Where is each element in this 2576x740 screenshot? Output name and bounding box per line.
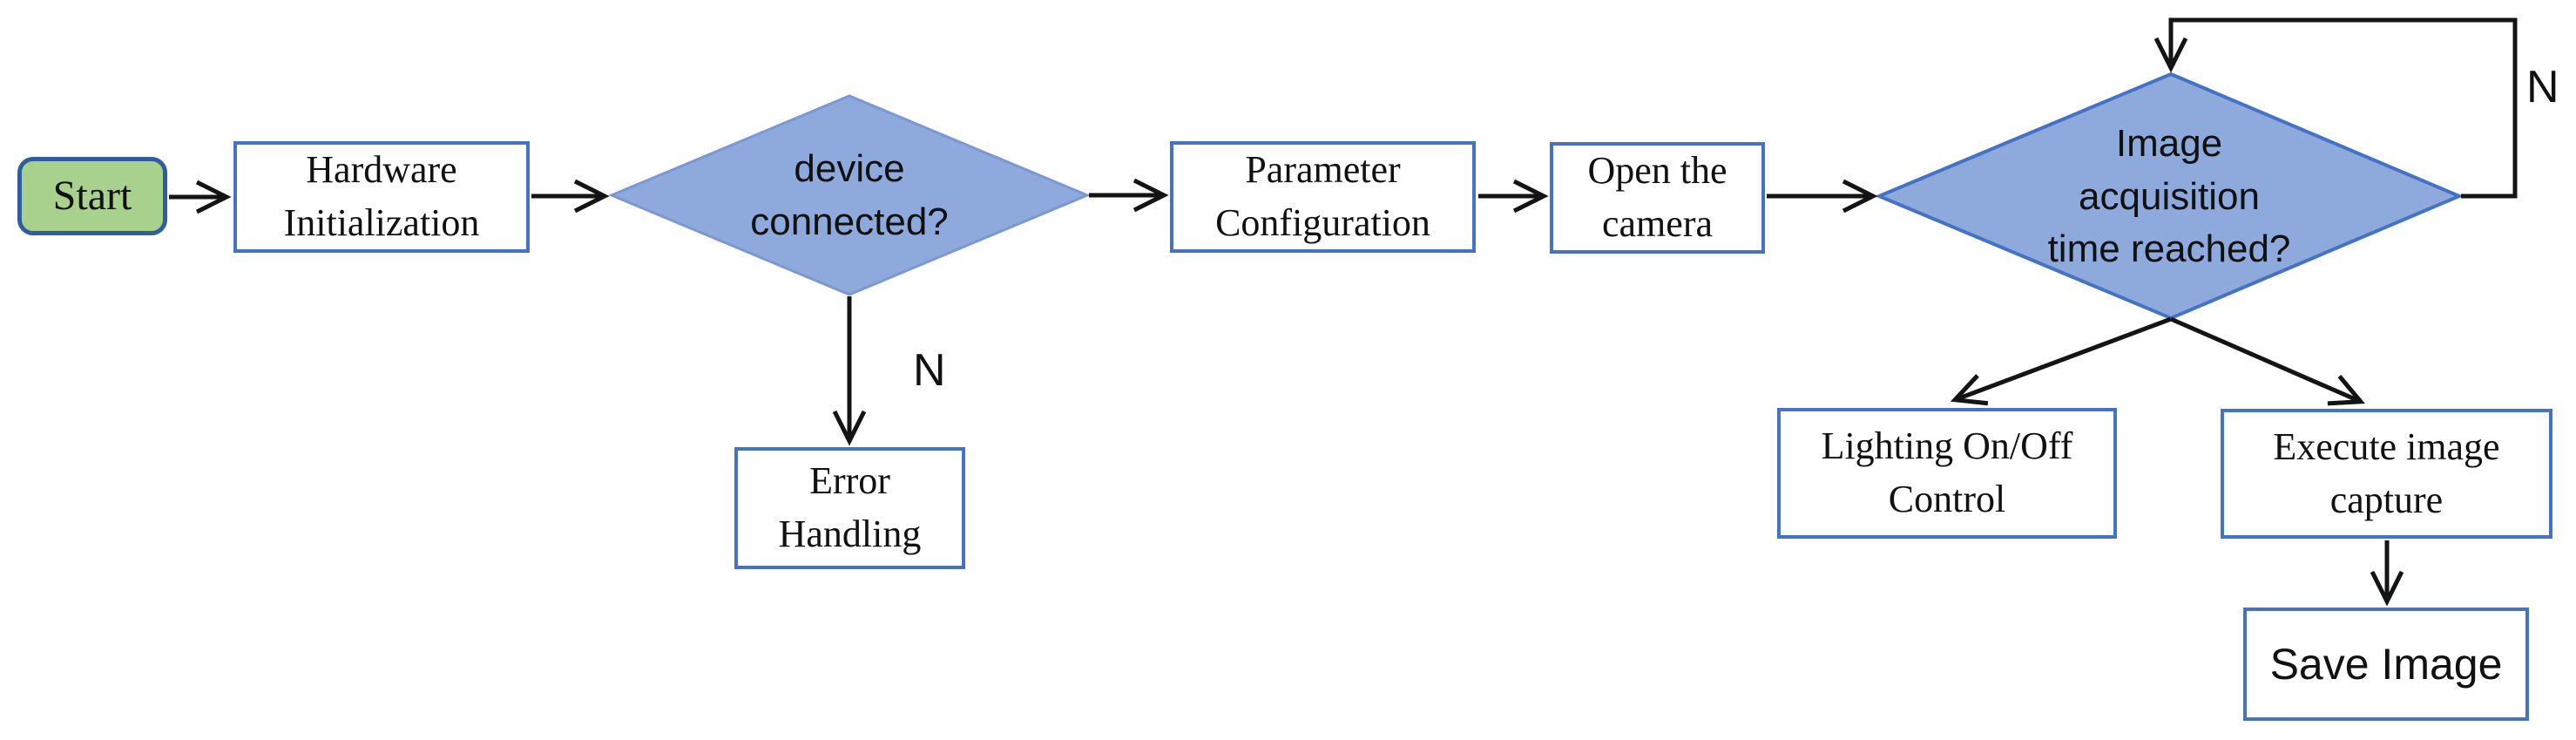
- node-open-camera-label: Open the camera: [1587, 149, 1727, 245]
- node-start-label: Start: [52, 172, 132, 219]
- edge-label-image-acquisition-no: N: [2526, 62, 2559, 112]
- edge-label-device-connected-no: N: [913, 345, 946, 396]
- node-lighting-control: Lighting On/Off Control: [1777, 408, 2117, 539]
- node-error-handling-label: Error Handling: [778, 459, 922, 555]
- decision-image-acquisition-shape: [1874, 71, 2464, 321]
- node-open-camera: Open the camera: [1550, 142, 1765, 254]
- decision-device-connected-text: device connected?: [750, 147, 949, 243]
- decision-image-acquisition-label: Image acquisition time reached?: [1879, 85, 2459, 309]
- edge-image-acquisition-to-execute: [2170, 316, 2365, 406]
- edge-image-acquisition-no-loop: [2153, 17, 2518, 199]
- node-save-image-label: Save Image: [2269, 639, 2503, 689]
- edge-image-acquisition-to-lighting: [1950, 316, 2172, 406]
- decision-image-acquisition-text: Image acquisition time reached?: [2047, 121, 2291, 271]
- decision-device-connected-label: device connected?: [612, 105, 1087, 288]
- node-hardware-initialization-label: Hardware Initialization: [283, 148, 480, 244]
- node-execute-capture-label: Execute image capture: [2273, 424, 2500, 521]
- node-hardware-initialization: Hardware Initialization: [233, 141, 530, 253]
- node-error-handling: Error Handling: [734, 447, 965, 569]
- node-execute-capture: Execute image capture: [2221, 409, 2552, 539]
- node-start: Start: [17, 157, 167, 235]
- node-save-image: Save Image: [2243, 608, 2529, 721]
- node-parameter-configuration-label: Parameter Configuration: [1215, 148, 1430, 244]
- node-parameter-configuration: Parameter Configuration: [1170, 141, 1476, 253]
- decision-device-connected-shape: [608, 94, 1091, 296]
- node-lighting-control-label: Lighting On/Off Control: [1821, 424, 2073, 520]
